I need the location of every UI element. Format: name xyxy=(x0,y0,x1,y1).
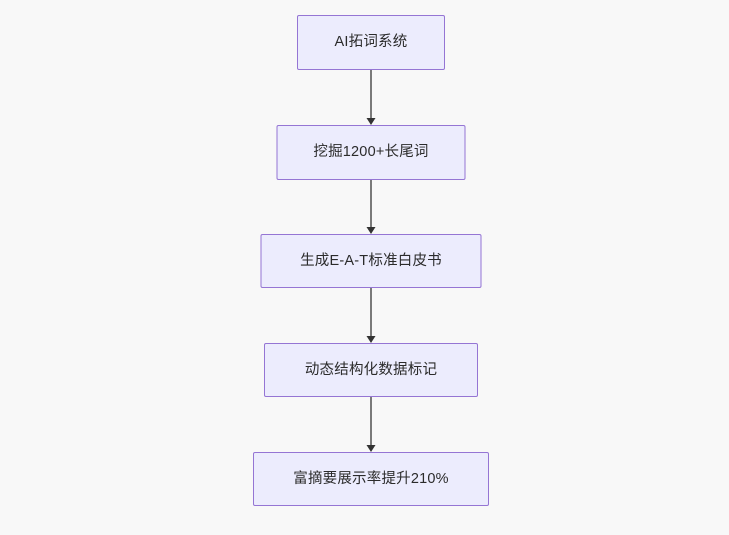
flow-connector-arrow xyxy=(365,397,377,452)
flow-connector-arrow xyxy=(365,288,377,343)
flow-node-label: 富摘要展示率提升210% xyxy=(293,470,449,487)
flow-node-label: 挖掘1200+长尾词 xyxy=(313,144,429,161)
flow-node-n3[interactable]: 生成E-A-T标准白皮书 xyxy=(260,234,482,288)
flow-node-n5[interactable]: 富摘要展示率提升210% xyxy=(253,452,489,506)
flow-node-n4[interactable]: 动态结构化数据标记 xyxy=(264,343,478,397)
flow-node-n1[interactable]: AI拓词系统 xyxy=(297,15,445,70)
flow-node-label: 动态结构化数据标记 xyxy=(304,361,438,378)
flow-node-n2[interactable]: 挖掘1200+长尾词 xyxy=(276,125,466,180)
flow-node-label: 生成E-A-T标准白皮书 xyxy=(300,252,442,269)
flow-connector-arrow xyxy=(365,180,377,234)
flow-connector-arrow xyxy=(365,70,377,125)
flow-node-label: AI拓词系统 xyxy=(334,34,408,51)
